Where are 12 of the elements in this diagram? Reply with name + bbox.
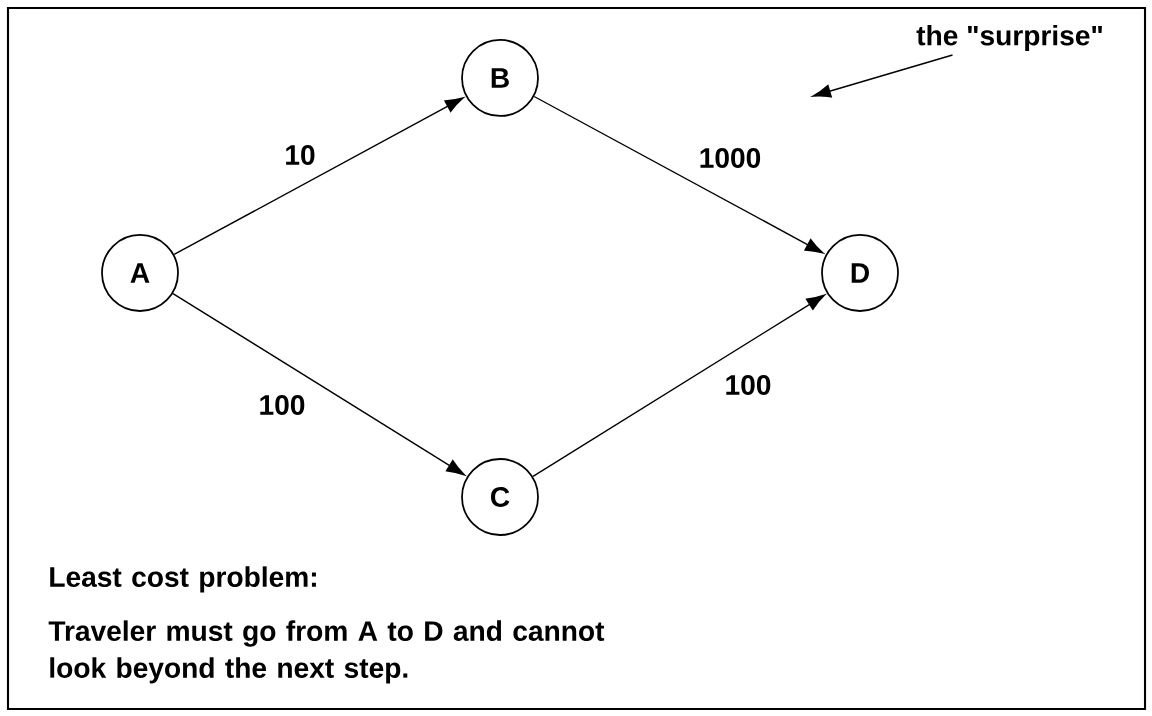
- arrow: [533, 95, 824, 254]
- edge-label: 1000: [700, 148, 761, 168]
- arrow: [172, 292, 465, 476]
- note-text: Traveler must go from A to D and cannot look beyond the next step.: [48, 620, 605, 684]
- arrow: [173, 97, 464, 256]
- annotation-text: the "surprise": [916, 24, 1102, 52]
- edge-label: 100: [726, 375, 771, 395]
- arrow: [812, 54, 954, 98]
- arrow: [532, 294, 825, 478]
- edge-label: 100: [260, 395, 305, 415]
- edge-label: 10: [286, 145, 315, 165]
- note-text: Least cost problem:: [50, 566, 316, 593]
